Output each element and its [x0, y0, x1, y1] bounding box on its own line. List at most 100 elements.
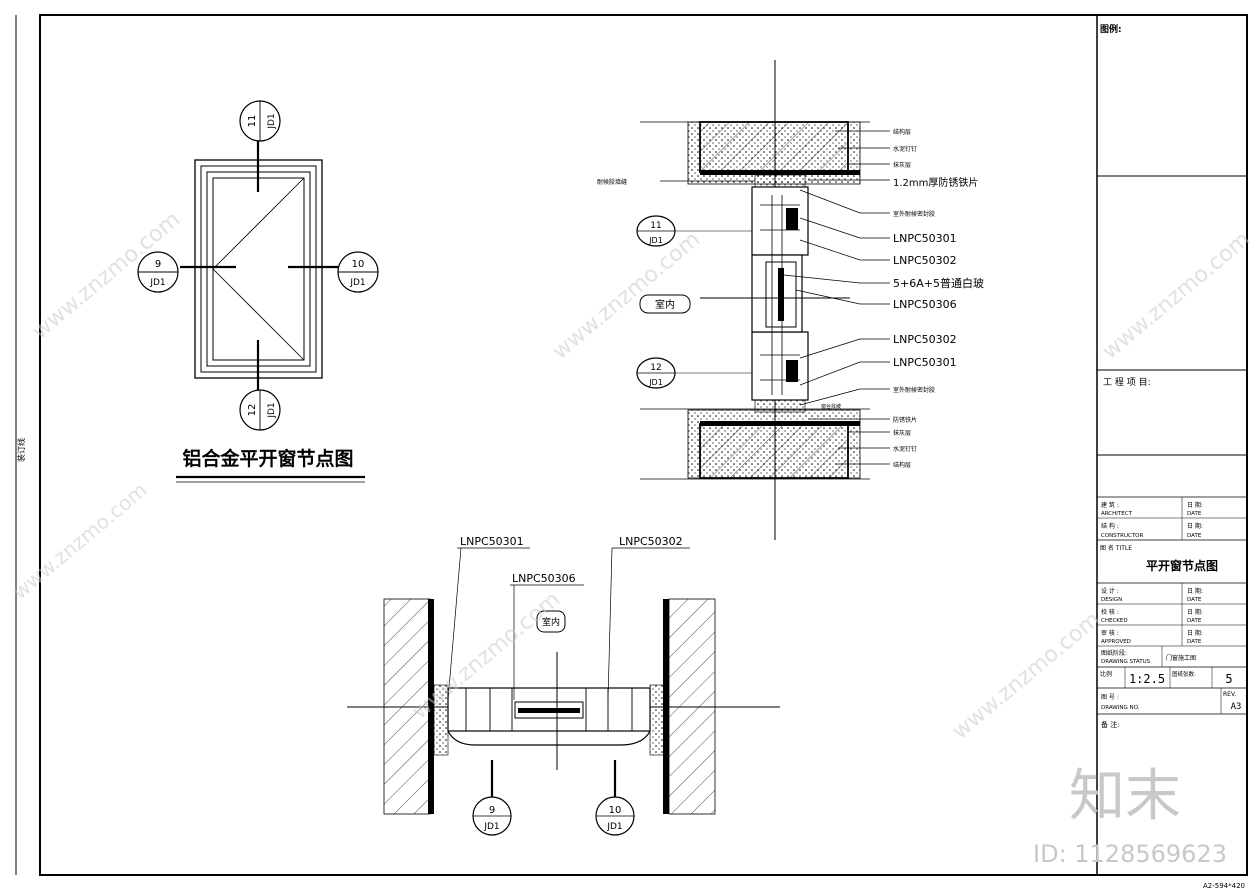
svg-text:11: 11 — [650, 221, 661, 231]
svg-text:室外耐候密封胶: 室外耐候密封胶 — [893, 386, 935, 394]
svg-text:www.znzmo.com: www.znzmo.com — [948, 607, 1105, 745]
svg-text:DATE: DATE — [1187, 597, 1202, 603]
horizontal-room-tag: 室内 — [536, 610, 566, 633]
svg-text:JD1: JD1 — [149, 278, 165, 288]
main-title: 铝合金平开窗节点图 — [182, 447, 353, 470]
svg-text:日 期:: 日 期: — [1187, 629, 1203, 637]
svg-text:JD1: JD1 — [267, 402, 277, 418]
svg-text:门窗施工图: 门窗施工图 — [1166, 654, 1196, 662]
svg-text:图纸阶段:: 图纸阶段: — [1101, 649, 1127, 657]
svg-text:5+6A+5普通白玻: 5+6A+5普通白玻 — [893, 276, 984, 290]
id-watermark: ID: 1128569623 — [1033, 840, 1227, 868]
svg-text:12: 12 — [650, 363, 661, 373]
svg-text:CONSTRUCTOR: CONSTRUCTOR — [1101, 533, 1144, 539]
vertical-section-labels: 结构层 水泥钉钉 抹灰层 1.2mm厚防锈铁片 室外耐候密封胶 LNPC5030… — [597, 128, 984, 469]
title-block-row-constructor: 结 构 : CONSTRUCTOR 日 期: DATE — [1101, 522, 1203, 539]
svg-text:11: 11 — [247, 115, 258, 128]
svg-text:5: 5 — [1225, 672, 1232, 686]
elevation-marker-10: 10 JD1 — [337, 251, 379, 293]
svg-text:日 期:: 日 期: — [1187, 501, 1203, 509]
svg-text:DRAWING STATUS: DRAWING STATUS — [1101, 659, 1151, 665]
svg-text:LNPC50301: LNPC50301 — [893, 356, 957, 369]
window-elevation — [180, 140, 340, 395]
svg-text:9: 9 — [155, 259, 161, 270]
vertical-section — [640, 60, 870, 540]
sheet-border — [15, 14, 1248, 876]
svg-text:12: 12 — [247, 404, 258, 417]
svg-text:1:2.5: 1:2.5 — [1129, 672, 1165, 686]
title-block-row-design: 设 计 : DESIGN 日 期: DATE — [1101, 587, 1203, 603]
svg-text:防锈铁片: 防锈铁片 — [893, 416, 917, 424]
svg-text:抹灰层: 抹灰层 — [893, 161, 911, 169]
svg-text:JD1: JD1 — [267, 113, 277, 129]
horizontal-section-leaders — [447, 547, 690, 701]
svg-text:结构层: 结构层 — [893, 128, 911, 136]
svg-text:LNPC50302: LNPC50302 — [619, 535, 683, 548]
svg-text:www.znzmo.com: www.znzmo.com — [8, 478, 152, 604]
svg-text:JD1: JD1 — [648, 378, 663, 387]
svg-text:LNPC50306: LNPC50306 — [512, 572, 576, 585]
title-block-scale: 比例 1:2.5 图纸张数: 5 — [1100, 670, 1233, 686]
horizontal-section — [347, 598, 780, 815]
svg-text:LNPC50306: LNPC50306 — [893, 298, 957, 311]
svg-text:LNPC50302: LNPC50302 — [893, 254, 957, 267]
elevation-marker-11: 11 JD1 — [239, 100, 281, 142]
svg-text:室内: 室内 — [542, 616, 560, 628]
svg-text:JD1: JD1 — [648, 236, 663, 245]
svg-text:审 核 :: 审 核 : — [1101, 629, 1119, 637]
svg-text:室内: 室内 — [655, 298, 675, 311]
title-block-drawing-no: 图 号 : DRAWING NO. REV. A3 — [1101, 691, 1241, 712]
svg-text:设 计 :: 设 计 : — [1101, 587, 1119, 595]
drawing-title: 平开窗节点图 — [1146, 558, 1218, 573]
brand-watermark: 知末 — [1069, 764, 1181, 829]
plan-marker-9: 9 JD1 — [472, 796, 512, 836]
svg-text:JD1: JD1 — [349, 278, 365, 288]
svg-text:水泥钉钉: 水泥钉钉 — [893, 145, 917, 153]
svg-text:日 期:: 日 期: — [1187, 608, 1203, 616]
svg-text:图纸张数:: 图纸张数: — [1172, 670, 1196, 678]
svg-text:LNPC50301: LNPC50301 — [893, 232, 957, 245]
svg-text:日 期:: 日 期: — [1187, 587, 1203, 595]
plan-marker-10: 10 JD1 — [595, 796, 635, 836]
remarks-label: 备 注: — [1101, 720, 1120, 729]
horizontal-section-labels: LNPC50301 LNPC50306 LNPC50302 — [460, 535, 683, 585]
svg-text:抹灰层: 抹灰层 — [893, 429, 911, 437]
svg-text:建 筑 :: 建 筑 : — [1101, 501, 1119, 509]
section-marker-12: 12 JD1 — [636, 357, 752, 389]
svg-text:室外耐候密封胶: 室外耐候密封胶 — [893, 210, 935, 218]
vertical-section-leaders — [660, 130, 890, 465]
svg-text:日 期:: 日 期: — [1187, 522, 1203, 530]
sealant-label: 耐候胶填缝 — [597, 178, 627, 186]
svg-text:LNPC50301: LNPC50301 — [460, 535, 524, 548]
title-block-row-architect: 建 筑 : ARCHITECT 日 期: DATE — [1101, 501, 1203, 517]
svg-text:LNPC50302: LNPC50302 — [893, 333, 957, 346]
svg-text:比例: 比例 — [1100, 670, 1112, 678]
title-label: 图 名 TITLE — [1100, 544, 1132, 552]
svg-text:图 号 :: 图 号 : — [1101, 694, 1119, 701]
svg-text:CHECKED: CHECKED — [1101, 618, 1128, 624]
svg-text:A3: A3 — [1231, 702, 1242, 712]
title-block — [1096, 15, 1247, 875]
title-block-row-checked: 校 核 : CHECKED 日 期: DATE — [1101, 608, 1203, 624]
binding-line-label: 装订线 — [16, 438, 26, 462]
svg-text:水泥钉钉: 水泥钉钉 — [893, 445, 917, 453]
svg-text:结 构 :: 结 构 : — [1101, 522, 1119, 530]
svg-text:10: 10 — [609, 805, 622, 816]
svg-text:DATE: DATE — [1187, 618, 1202, 624]
svg-text:10: 10 — [352, 259, 365, 270]
svg-text:DATE: DATE — [1187, 639, 1202, 645]
title-block-status: 图纸阶段: DRAWING STATUS 门窗施工图 — [1101, 649, 1196, 665]
svg-text:DATE: DATE — [1187, 511, 1202, 517]
svg-text:ARCHITECT: ARCHITECT — [1101, 511, 1133, 517]
project-label: 工 程 项 目: — [1103, 377, 1151, 388]
svg-text:DATE: DATE — [1187, 533, 1202, 539]
svg-text:www.znzmo.com: www.znzmo.com — [1098, 227, 1255, 365]
svg-text:DRAWING NO.: DRAWING NO. — [1101, 705, 1140, 711]
elevation-marker-12: 12 JD1 — [239, 389, 281, 431]
svg-text:JD1: JD1 — [606, 822, 622, 832]
title-block-row-approved: 审 核 : APPROVED 日 期: DATE — [1101, 629, 1203, 645]
svg-text:9: 9 — [489, 805, 495, 816]
legend-label: 图例: — [1100, 23, 1122, 35]
sill-note: 窗台找坡 — [821, 403, 841, 410]
